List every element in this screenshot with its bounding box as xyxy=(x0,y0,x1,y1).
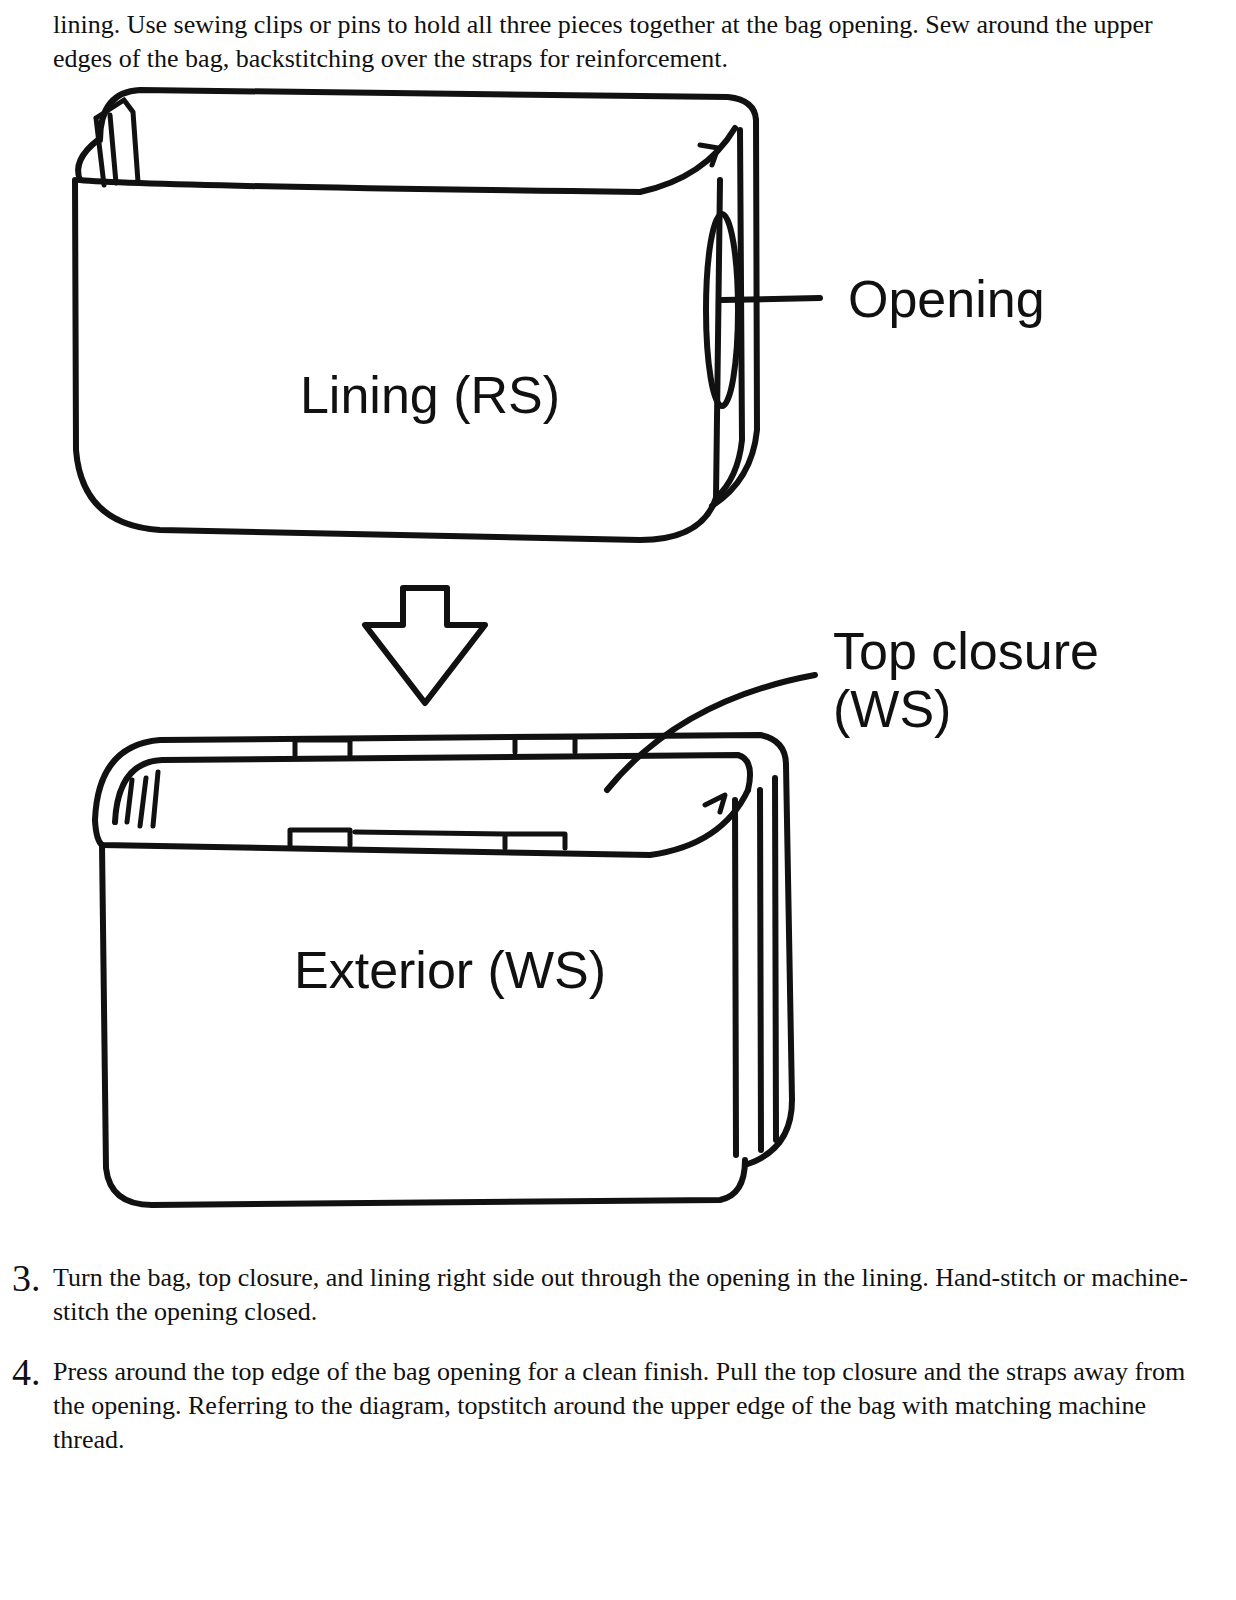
step-number: 4. xyxy=(12,1355,52,1389)
step-text: Press around the top edge of the bag ope… xyxy=(53,1355,1193,1457)
exterior-front-face xyxy=(102,845,745,1205)
callout-label: Top closure (WS) xyxy=(833,622,1163,738)
bag-panel: Lining (RS) xyxy=(180,250,680,540)
closure-tab-back xyxy=(295,737,575,755)
callout-label: Opening xyxy=(848,270,1148,328)
lining-left-rim xyxy=(78,140,98,180)
lining-strap-right xyxy=(700,145,718,165)
lining-opening xyxy=(706,214,738,406)
lining-strap xyxy=(96,100,138,185)
exterior-inner-rim xyxy=(115,755,750,822)
leader-line xyxy=(607,675,815,790)
lining-back-rim xyxy=(100,90,756,140)
panel-label: Exterior (WS) xyxy=(294,940,606,1000)
panel-label: Lining (RS) xyxy=(300,365,560,425)
lining-side-outer xyxy=(712,120,757,506)
lining-front-face xyxy=(75,180,716,540)
exterior-side-layers xyxy=(735,778,776,1155)
closure-tab-front xyxy=(290,830,565,848)
exterior-strap xyxy=(127,772,158,826)
lining-front-rim xyxy=(80,128,735,192)
exterior-front-rim xyxy=(95,790,748,855)
exterior-outer-rim xyxy=(95,735,792,1165)
bag-panel: Exterior (WS) xyxy=(200,740,700,1200)
step-number: 3. xyxy=(12,1261,52,1295)
instruction-text: lining. Use sewing clips or pins to hold… xyxy=(53,8,1173,76)
step-text: Turn the bag, top closure, and lining ri… xyxy=(53,1261,1213,1329)
leader-line xyxy=(722,298,820,300)
flow-arrow xyxy=(365,588,485,703)
exterior-strap-right xyxy=(705,795,725,812)
